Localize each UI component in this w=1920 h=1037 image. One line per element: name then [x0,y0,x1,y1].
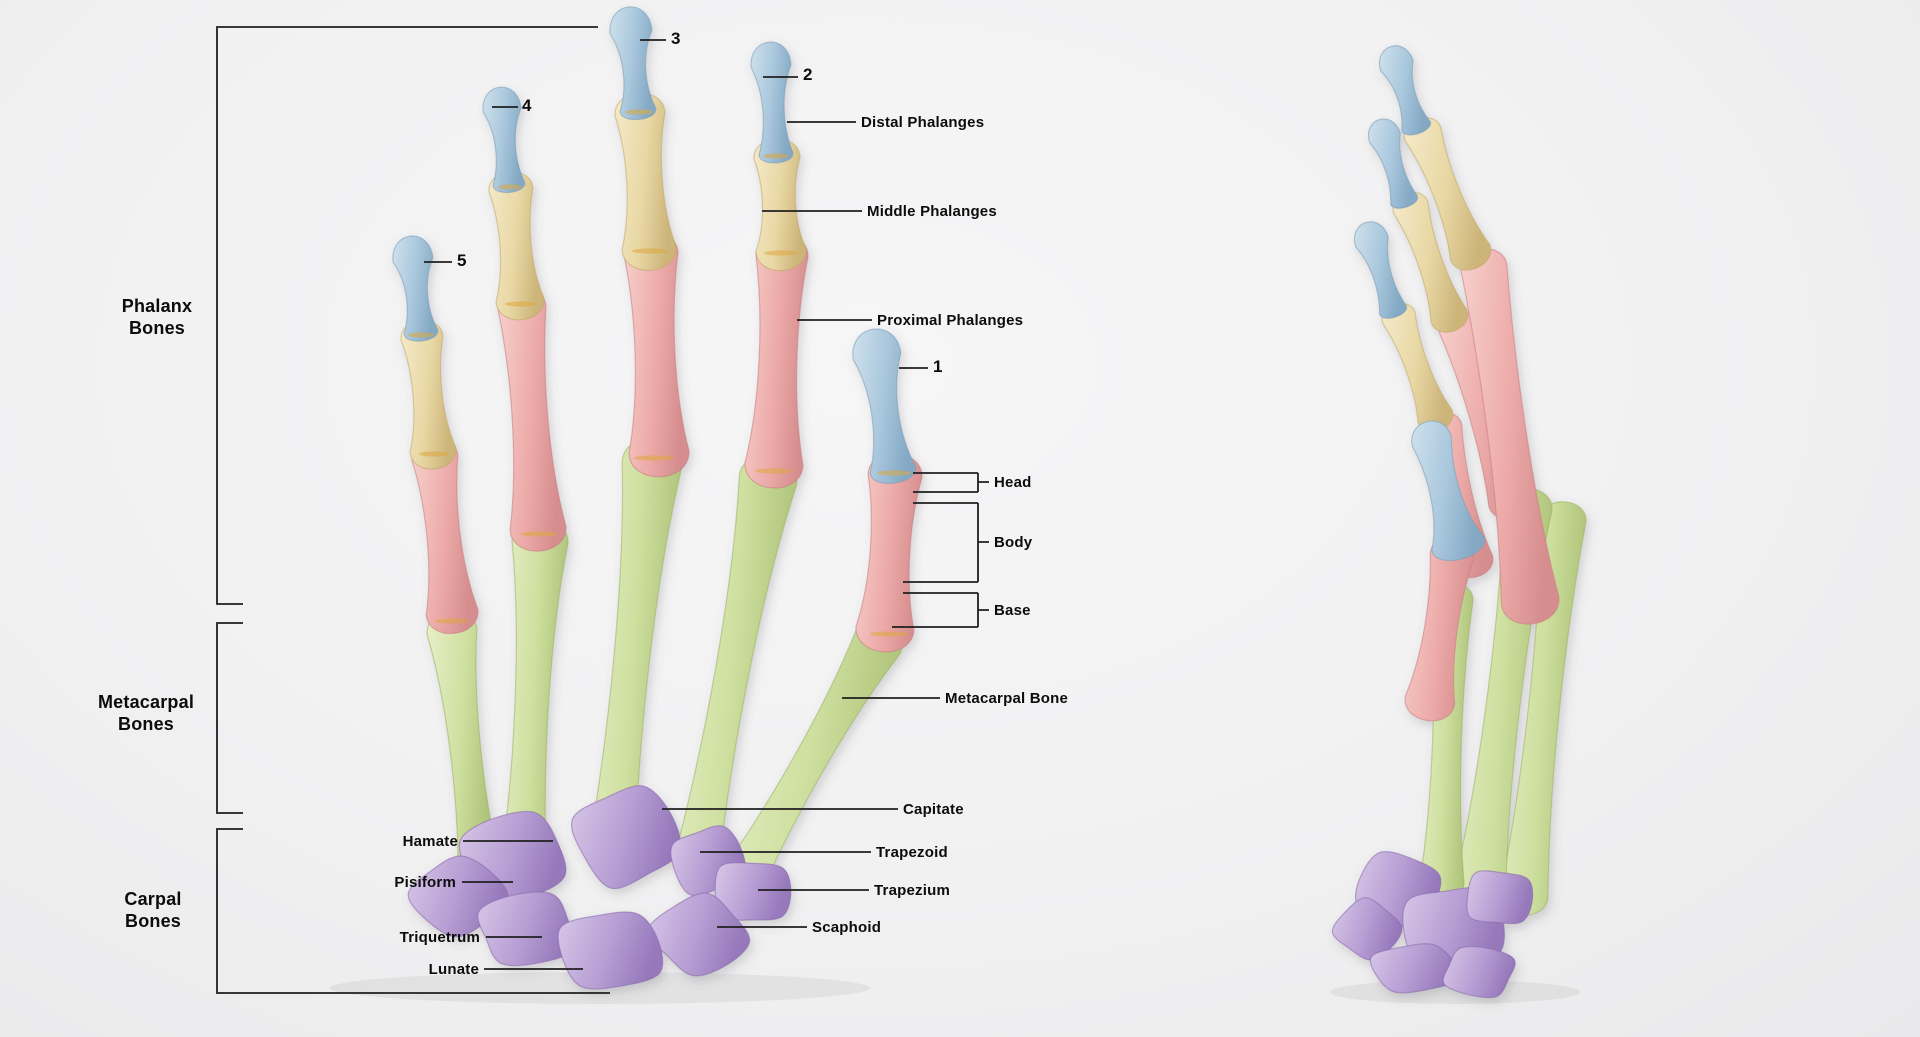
lateral-hand-bones [1331,45,1587,999]
finger-number-1: 1 [933,357,943,376]
dorsal-hand-bones [392,6,923,990]
label-body: Body [994,534,1033,551]
label-head: Head [994,474,1032,491]
label-base: Base [994,602,1031,619]
bone-left-middle-middle [614,92,677,271]
bone-left-little-distal [392,235,439,342]
label-hamate: Hamate [402,833,458,850]
group-label-line: Bones [128,318,185,338]
bone-right-thumb-distal [1411,420,1485,561]
label-pisiform: Pisiform [394,874,456,891]
group-label-metacarpal-bones: Metacarpal Bones [98,691,194,735]
bone-right-carpal-2 [1331,897,1403,961]
joint-cartilage-line [520,531,558,537]
group-label-line: Metacarpal [97,692,195,712]
bone-right-finger-b-distal [1367,118,1419,209]
body-bracket [903,502,989,583]
carpal-bracket [216,828,610,994]
group-label-line: Phalanx [121,296,193,316]
joint-cartilage-line [764,250,798,256]
label-capitate: Capitate [903,801,964,818]
bone-right-finger-a-distal [1378,45,1431,136]
label-lunate: Lunate [428,961,479,978]
bone-right-finger-a-proximal [1460,248,1560,625]
head-bracket [913,472,989,493]
joint-cartilage-line [408,332,434,338]
finger-number-4: 4 [522,96,532,115]
joint-cartilage-line [435,618,469,624]
finger-number-3: 3 [671,29,681,48]
joint-cartilage-line [870,631,908,637]
label-trapezium: Trapezium [874,882,950,899]
label-distal-phalanges: Distal Phalanges [861,114,985,131]
bone-right-finger-c-distal [1353,221,1408,319]
group-label-line: Bones [117,714,175,734]
metacarpal-bracket [216,622,243,814]
bone-left-thumb-distal [852,328,917,484]
bone-left-index-proximal [744,233,809,489]
bone-left-ring-distal [482,86,526,193]
bone-capitate [570,785,682,890]
bone-left-index-distal [750,41,794,164]
label-metacarpal-bone: Metacarpal Bone [945,690,1069,707]
bone-trapezium [714,862,792,921]
joint-cartilage-line [419,451,449,457]
finger-number-2: 2 [803,65,813,84]
label-scaphoid: Scaphoid [812,919,882,936]
bone-left-ring-proximal [497,287,567,552]
joint-cartilage-line [755,468,793,474]
joint-cartilage-line [505,301,537,307]
leader-lines [216,26,989,994]
bone-triquetrum [477,891,577,967]
phalanx-bracket [216,26,598,605]
group-label-phalanx-bones: Phalanx Bones [122,295,192,339]
bone-left-middle-distal [609,6,657,121]
finger-number-5: 5 [457,251,467,270]
joint-cartilage-line [877,470,911,476]
label-proximal-phalanges: Proximal Phalanges [877,312,1024,329]
bone-right-carpal-6 [1442,945,1516,999]
bone-left-little-proximal [411,438,479,635]
bone-right-carpal-4 [1466,870,1534,925]
bone-lunate [557,911,664,990]
joint-cartilage-line [632,248,668,254]
group-label-line: Carpal [124,889,182,909]
group-label-line: Bones [124,911,182,931]
bone-left-ring-middle [488,171,545,321]
group-label-carpal-bones: Carpal Bones [124,888,181,932]
joint-cartilage-line [498,184,522,190]
label-trapezoid: Trapezoid [876,844,948,861]
joint-cartilage-line [763,153,789,159]
joint-cartilage-line [634,455,674,461]
label-middle-phalanges: Middle Phalanges [867,203,997,220]
label-triquetrum: Triquetrum [399,929,480,946]
bone-left-little-middle [400,320,457,470]
joint-cartilage-line [625,109,653,115]
base-bracket [892,592,989,628]
